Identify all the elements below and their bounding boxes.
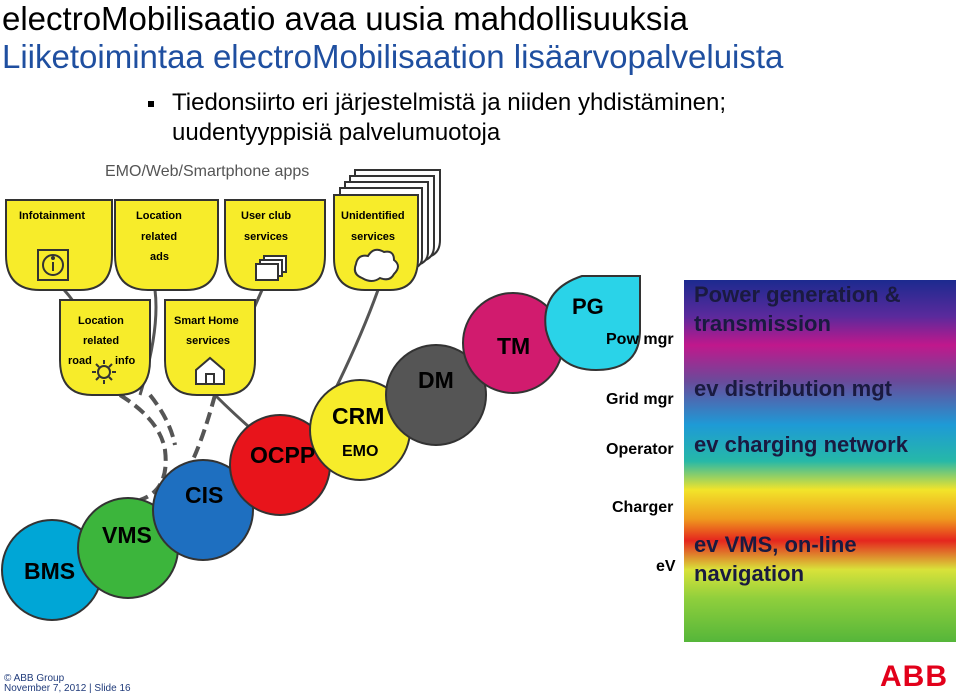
tm-label: TM — [497, 333, 531, 359]
cloud-icon — [353, 248, 399, 282]
user-club-label-1: User club — [241, 210, 292, 222]
pg-shape — [544, 275, 641, 372]
cis-label: CIS — [185, 482, 224, 508]
charger-label: Charger — [612, 499, 674, 516]
cis-circle — [152, 459, 254, 561]
distribution-label: ev distribution mgt — [694, 376, 892, 401]
smart-home-label-2: services — [186, 335, 231, 347]
ocpp-label: OCPP — [250, 442, 316, 468]
power-generation-label-1: Power generation & — [694, 282, 901, 307]
smart-home-label-1: Smart Home — [174, 315, 239, 327]
house-icon — [195, 356, 225, 385]
slide-date: November 7, 2012 | Slide 16 — [4, 683, 131, 694]
bullet-line-1: Tiedonsiirto eri järjestelmistä ja niide… — [172, 89, 727, 116]
user-club-label-2: services — [244, 231, 289, 243]
pg-label: PG — [572, 294, 604, 319]
top-app-shapes — [5, 194, 419, 291]
spectrum-band — [684, 280, 956, 642]
location-ads-label-3: ads — [150, 251, 169, 263]
bullet-point: Tiedonsiirto eri järjestelmistä ja niide… — [148, 88, 727, 148]
crm-label: CRM — [332, 403, 385, 429]
apps-label: EMO/Web/Smartphone apps — [105, 163, 310, 180]
grid-mgr-label: Grid mgr — [606, 391, 674, 408]
bullet-line-2: uudentyyppisiä palvelumuotoja — [172, 119, 501, 146]
location-info-label-2: related — [83, 335, 120, 347]
location-ads-label-2: related — [141, 231, 178, 243]
unidentified-label-1: Unidentified — [341, 210, 405, 222]
dm-circle — [385, 344, 487, 446]
copyright-text: © ABB Group — [4, 673, 65, 684]
unidentified-label-2: services — [351, 231, 396, 243]
vms-navigation-label-1: ev VMS, on-line — [694, 532, 857, 557]
location-info-label-1: Location — [78, 315, 124, 327]
title-line-2: Liiketoimintaa electroMobilisaation lisä… — [2, 38, 784, 75]
footer: © ABB Group November 7, 2012 | Slide 16 — [4, 674, 131, 694]
vms-navigation-label-2: navigation — [694, 561, 805, 586]
ev-label: eV — [656, 558, 676, 575]
location-info-label-4: info — [115, 355, 136, 367]
power-generation-label-2: transmission — [694, 311, 831, 336]
bms-label: BMS — [24, 558, 76, 584]
cards-icon — [255, 255, 287, 281]
charging-network-label: ev charging network — [694, 432, 908, 457]
title-line-1: electroMobilisaatio avaa uusia mahdollis… — [2, 0, 689, 37]
pow-mgr-label: Pow mgr — [606, 331, 674, 348]
mid-app-shapes — [59, 299, 256, 396]
sun-icon — [92, 360, 116, 384]
location-ads-label-1: Location — [136, 210, 182, 222]
bullet-marker — [148, 101, 154, 107]
infotainment-label: Infotainment — [19, 210, 85, 222]
location-info-label-3: road — [68, 355, 92, 367]
info-icon — [37, 249, 69, 281]
vms-label: VMS — [102, 522, 152, 548]
operator-label: Operator — [606, 441, 674, 458]
emo-label: EMO — [342, 443, 379, 460]
abb-logo: ABB — [880, 660, 948, 693]
dm-label: DM — [418, 367, 454, 393]
